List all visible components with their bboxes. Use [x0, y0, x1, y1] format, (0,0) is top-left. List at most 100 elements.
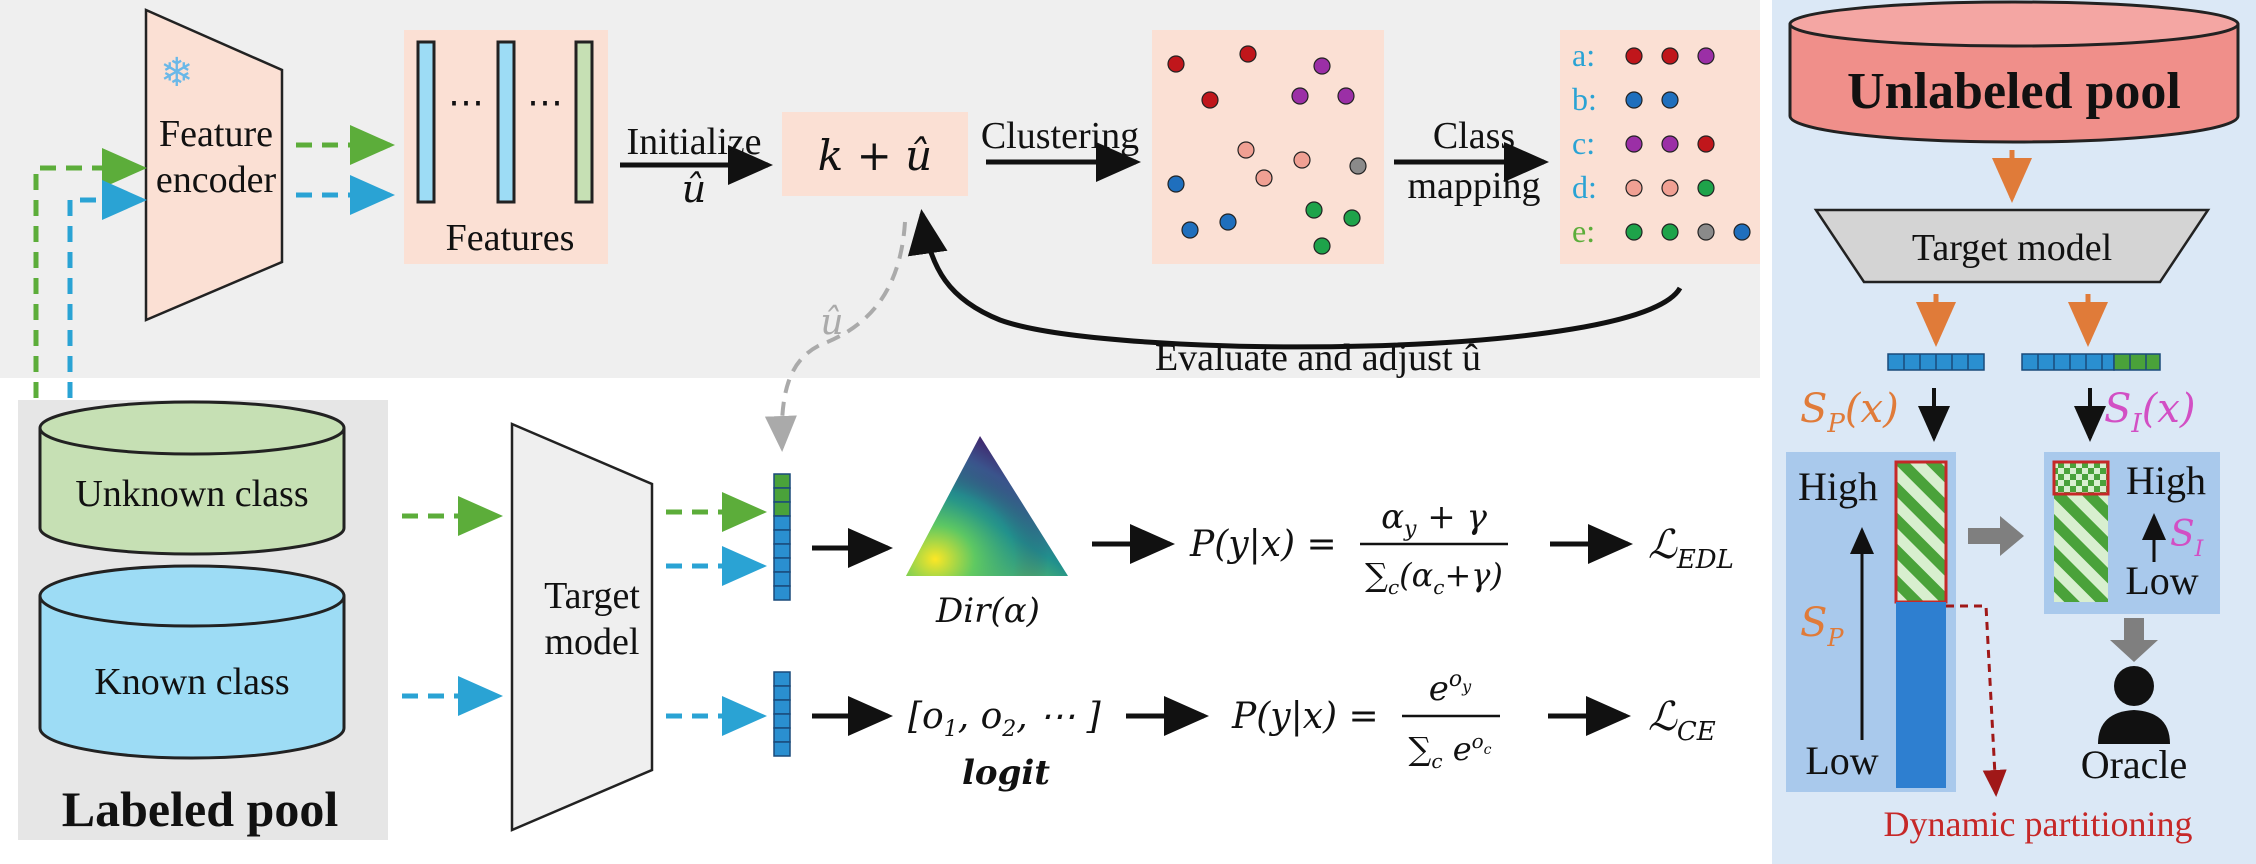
target-model-right: Target model: [1813, 208, 2211, 284]
k-plus-u-box: k + û: [782, 112, 968, 196]
class-mapping-arrow: Class mapping: [1394, 115, 1549, 207]
clustering-label: Clustering: [981, 115, 1139, 157]
target-model-bottom: Target model: [510, 422, 654, 832]
cluster-point: [1313, 57, 1331, 75]
class-row-dot: [1625, 223, 1643, 241]
class-row-dot: [1697, 179, 1715, 197]
target-model-label-1: Target: [544, 575, 640, 617]
unlabeled-pool-label: Unlabeled pool: [1847, 63, 2181, 120]
class-row-dot: [1661, 47, 1679, 65]
feature-encoder-label-1: Feature: [159, 113, 273, 155]
cluster-point: [1219, 213, 1237, 231]
edl-row: Dir(α) P(y|x) = αy + γ ∑c(αc+γ) ℒEDL: [812, 436, 1734, 631]
si-high-label: High: [2126, 458, 2206, 503]
evaluate-adjust-label: Evaluate and adjust û: [1155, 337, 1481, 379]
unlabeled-pool-cylinder: Unlabeled pool: [1788, 0, 2240, 144]
k-plus-u-label: k + û: [818, 131, 932, 180]
cluster-point: [1167, 175, 1185, 193]
ellipsis-1: ⋯: [448, 82, 484, 122]
class-row-dot: [1661, 223, 1679, 241]
logit-vector: [o1, o2, ⋯ ]: [908, 696, 1102, 742]
sp-low-label: Low: [1805, 738, 1878, 783]
cluster-point: [1337, 87, 1355, 105]
edl-denominator: ∑c(αc+γ): [1365, 556, 1503, 599]
features-box: ⋯ ⋯ Features: [404, 30, 608, 264]
cluster-point: [1343, 209, 1361, 227]
unknown-class-label: Unknown class: [75, 473, 308, 515]
snowflake-icon: ❄: [160, 50, 194, 95]
known-class-label: Known class: [94, 661, 289, 703]
u-hat-gray-label: û: [820, 302, 843, 343]
cluster-point: [1293, 151, 1311, 169]
target-model-label-2: model: [545, 621, 640, 663]
cluster-point: [1239, 45, 1257, 63]
feature-encoder: ❄ Feature encoder: [144, 8, 284, 322]
ellipsis-2: ⋯: [527, 82, 563, 122]
class-row-dot: [1697, 47, 1715, 65]
class-row-letter: e:: [1572, 213, 1595, 249]
unknown-class-cylinder: Unknown class: [38, 400, 346, 556]
cluster-point: [1255, 169, 1273, 187]
cluster-point: [1313, 237, 1331, 255]
initialize-arrow: Initialize û: [620, 121, 773, 211]
class-row-letter: d:: [1572, 169, 1597, 205]
class-row-dot: [1733, 223, 1751, 241]
encoder-output-arrows: [296, 125, 395, 215]
edl-formula-lhs: P(y|x) =: [1189, 524, 1337, 565]
class-row-dot: [1661, 179, 1679, 197]
class-row-dot: [1625, 135, 1643, 153]
edl-numerator: αy + γ: [1381, 497, 1488, 542]
cluster-point: [1237, 141, 1255, 159]
sp-ranking-box: High Low SP: [1786, 452, 1956, 792]
ce-denominator: ∑c eoc: [1408, 729, 1491, 773]
gray-transfer-arrow: [1968, 516, 2024, 556]
target-model-right-label: Target model: [1912, 227, 2112, 269]
class-row-dot: [1625, 47, 1643, 65]
class-row-dot: [1661, 135, 1679, 153]
si-vector: [2021, 353, 2161, 371]
cluster-scatter: [1152, 30, 1384, 264]
clustering-arrow: Clustering: [981, 115, 1141, 182]
class-row-dot: [1661, 91, 1679, 109]
class-row-dot: [1697, 223, 1715, 241]
class-mapping-label-1: Class: [1433, 115, 1515, 157]
class-mapping-label-2: mapping: [1408, 165, 1541, 207]
cluster-point: [1167, 55, 1185, 73]
class-row-dot: [1625, 179, 1643, 197]
u-hat-initialize: û: [682, 167, 706, 211]
edl-output-vector: [773, 473, 791, 601]
class-row-letter: b:: [1572, 81, 1597, 117]
dirichlet-simplex: [906, 436, 1068, 576]
cluster-point: [1305, 201, 1323, 219]
ce-loss: ℒCE: [1648, 694, 1716, 747]
si-low-label: Low: [2125, 558, 2198, 603]
ce-output-vector: [773, 671, 791, 757]
oracle-label: Oracle: [2081, 742, 2188, 787]
cluster-point: [1291, 87, 1309, 105]
known-class-cylinder: Known class: [38, 564, 346, 760]
class-row-dot: [1697, 135, 1715, 153]
features-label: Features: [446, 217, 575, 259]
encoder-input-arrows: [33, 148, 147, 398]
cluster-point: [1349, 157, 1367, 175]
class-mapping-table: a: b: c: d: e:: [1560, 30, 1760, 264]
edl-loss: ℒEDL: [1648, 522, 1734, 575]
labeled-pool-label: Labeled pool: [62, 781, 339, 837]
oracle-arrow: [2110, 618, 2158, 662]
ce-row: [o1, o2, ⋯ ] logit P(y|x) = eoy ∑c eoc ℒ…: [812, 667, 1716, 793]
evaluate-adjust-arrow: Evaluate and adjust û: [907, 209, 1683, 379]
oracle-icon: [2098, 666, 2170, 744]
class-row-letter: c:: [1572, 125, 1595, 161]
cluster-point: [1181, 221, 1199, 239]
ce-formula-lhs: P(y|x) =: [1231, 696, 1379, 737]
dynamic-partitioning-label: Dynamic partitioning: [1884, 804, 2193, 844]
u-hat-transfer-arrow: û: [764, 221, 907, 452]
sp-high-label: High: [1798, 464, 1878, 509]
cluster-point: [1201, 91, 1219, 109]
sp-score-label: SP(x): [1800, 386, 1899, 439]
class-row-letter: a:: [1572, 37, 1595, 73]
ce-numerator: eoy: [1429, 667, 1472, 709]
si-ranking-box: High Low SI: [2044, 452, 2220, 614]
feature-encoder-label-2: encoder: [156, 159, 277, 201]
